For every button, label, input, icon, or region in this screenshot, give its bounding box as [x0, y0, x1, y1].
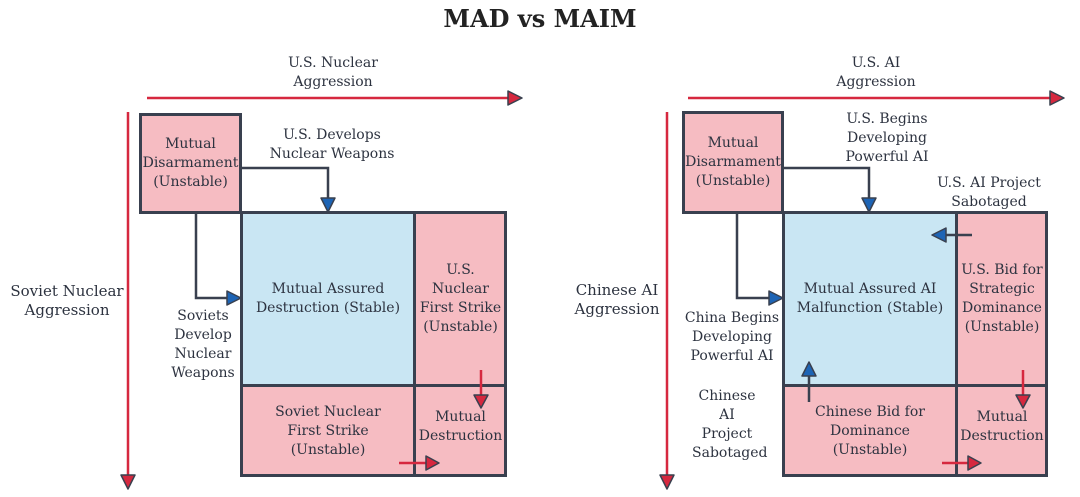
arrowhead-icon	[931, 227, 947, 243]
soviet-first-strike-cell: Soviet Nuclear First Strike (Unstable)	[241, 386, 415, 476]
arrowhead-icon	[507, 90, 523, 106]
grid-divider	[955, 211, 958, 477]
arrowhead-icon	[768, 290, 784, 306]
y-axis-label: Chinese AI Aggression	[574, 281, 660, 318]
transition-label: Soviets Develop Nuclear Weapons	[171, 308, 235, 381]
page-title: MAD vs MAIM	[443, 4, 637, 33]
arrowhead-icon	[226, 290, 242, 306]
cell-label: U.S. Nuclear First Strike (Unstable)	[419, 262, 502, 335]
transition-label: U.S. Develops Nuclear Weapons	[269, 127, 395, 162]
transition-label: China Begins Developing Powerful AI	[684, 310, 780, 364]
cell-label: Chinese Bid for Dominance (Unstable)	[815, 403, 925, 458]
cell-label: Mutual Assured Destruction (Stable)	[255, 281, 401, 316]
mutual-disarmament-cell: Mutual Disarmament (Unstable)	[683, 112, 783, 213]
cell-label: Soviet Nuclear First Strike (Unstable)	[275, 403, 381, 458]
cell-label: Mutual Destruction	[960, 409, 1044, 444]
arrowhead-icon	[120, 474, 136, 490]
us-first-strike-cell: U.S. Nuclear First Strike (Unstable)	[415, 212, 506, 386]
mad-stable-cell: Mutual Assured Destruction (Stable)	[241, 212, 415, 386]
arrowhead-icon	[1049, 90, 1065, 106]
disarmament-frame	[139, 113, 242, 214]
cell-label: Mutual Assured AI Malfunction (Stable)	[796, 281, 944, 316]
transition-label: U.S. AI Project Sabotaged	[937, 175, 1041, 210]
cell-label: Mutual Disarmament (Unstable)	[685, 135, 781, 189]
cell-label: Mutual Destruction	[418, 409, 503, 444]
chinese-dominance-cell: Chinese Bid for Dominance (Unstable)	[783, 386, 957, 476]
transition-label: Chinese AI Project Sabotaged	[692, 388, 768, 461]
cell-label: U.S. Bid for Strategic Dominance (Unstab…	[961, 262, 1043, 335]
arrowhead-icon	[473, 394, 489, 409]
transition-label: U.S. Begins Developing Powerful AI	[845, 111, 929, 165]
arrowhead-icon	[801, 361, 817, 377]
y-axis-label: Soviet Nuclear Aggression	[10, 282, 124, 319]
mutual-disarmament-cell: Mutual Disarmament (Unstable)	[140, 114, 241, 213]
soviets-develop-connector	[194, 213, 232, 300]
disarmament-frame	[682, 111, 784, 214]
arrowhead-icon	[967, 455, 982, 471]
cell-label: Mutual Disarmament (Unstable)	[142, 136, 239, 190]
arrowhead-icon	[425, 455, 440, 471]
arrowhead-icon	[861, 197, 877, 213]
grid-divider	[782, 384, 1048, 387]
arrowhead-icon	[1015, 394, 1031, 409]
arrowhead-icon	[320, 197, 336, 213]
china-begins-connector	[735, 213, 774, 300]
matrix-frame	[782, 211, 1048, 477]
us-begins-connector	[784, 166, 871, 205]
us-strategic-dominance-cell: U.S. Bid for Strategic Dominance (Unstab…	[957, 212, 1047, 386]
x-axis-label: U.S. Nuclear Aggression	[288, 55, 378, 90]
arrowhead-icon	[659, 474, 675, 490]
us-develops-connector	[241, 166, 330, 205]
grid-divider	[413, 211, 416, 477]
matrix-frame	[240, 211, 507, 477]
x-axis-label: U.S. AI Aggression	[836, 55, 916, 90]
maim-stable-cell: Mutual Assured AI Malfunction (Stable)	[783, 212, 957, 386]
grid-divider	[240, 384, 507, 387]
